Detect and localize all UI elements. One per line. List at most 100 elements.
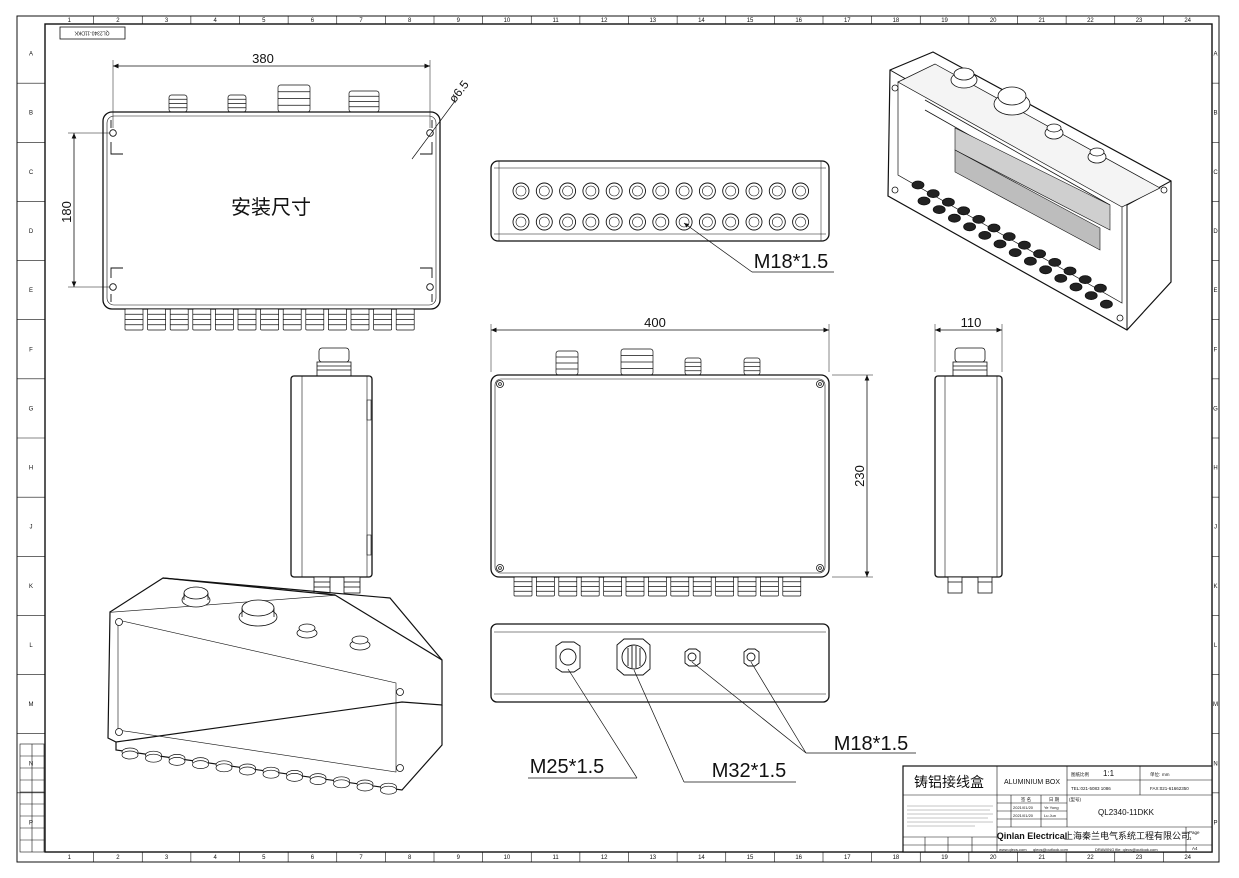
lid-screw [115,618,123,626]
zone-label: 20 [990,18,997,24]
iso-hole [932,205,946,215]
gland-hole [535,182,553,200]
gland-hole [722,213,740,231]
front-box-inner [494,378,826,574]
zone-label: 11 [552,18,559,24]
cable-gland [715,576,734,597]
gland-hole [629,182,646,200]
zone-label: F [1214,347,1218,353]
lid-screw [496,564,504,572]
iso-gland [309,776,327,785]
cable-gland [648,576,667,597]
gland-hole [629,213,646,231]
dim-230: 230 [852,465,867,487]
iso-hole [1024,256,1037,266]
zone-label: 3 [165,855,169,861]
iso-gland [145,753,162,763]
gland-hole [512,182,530,200]
cable-gland [215,308,234,331]
gland-hole-inner [725,185,737,197]
front-box-outline [490,374,830,578]
zone-label: 15 [747,18,754,24]
cable-gland [282,308,302,331]
iso-hole [1048,257,1062,267]
cable-gland [580,576,600,597]
zone-label: M [1213,702,1218,708]
lid-screw [115,728,123,736]
side-gland-top [316,347,352,377]
gland-hole-inner [702,185,713,197]
iso-hole [942,197,955,207]
iso-hole [1054,273,1068,283]
code-box [59,26,126,40]
callout-m25: M25*1.5 [530,756,605,778]
gland-hole-inner [655,216,667,228]
lid-screw [496,380,504,388]
zone-label: 3 [165,18,169,24]
zone-label: 6 [311,18,315,24]
side-gland-bottom [313,576,361,594]
iso-hole [972,214,986,224]
outer-frame [16,15,1220,863]
zone-label: H [29,466,33,472]
zone-label: 6 [311,855,315,861]
zone-label: 19 [941,18,948,24]
sheet-size: A4 [1192,846,1198,851]
top-face-view: M25*1.5 M32*1.5 M18*1.5 [490,623,916,783]
gland-hole [675,182,693,200]
gland-hole [698,213,716,231]
zone-label: G [29,406,34,412]
gland-hole [675,213,693,231]
cable-gland [277,84,311,113]
zone-label: 7 [359,855,363,861]
gland-hole-inner [655,185,667,197]
zone-label: N [29,761,33,767]
iso-hole [1100,299,1113,309]
zone-label: C [1213,170,1218,176]
iso-hole [948,213,961,223]
tel: TEL:021-5083 1086 [1071,786,1111,791]
cable-gland [395,308,415,331]
title-cn: 铸铝接线盒 [914,774,984,790]
iso-hole [1069,282,1083,292]
cable-gland [743,357,761,376]
gland-hole [698,182,716,200]
right-side-view: 110 [934,315,1003,594]
zone-label: 16 [795,18,802,24]
iso-gland [215,763,233,773]
cable-gland [348,90,380,113]
gland-face-view: M18*1.5 [490,160,834,273]
gland-hole [768,213,786,231]
callout-m18-top: M18*1.5 [834,733,909,755]
iso-hole [1039,265,1052,275]
iso-gland [239,766,256,776]
lid-screw [396,764,404,772]
gland-hole [582,213,600,231]
zone-label: 10 [504,18,511,24]
company-en: Qinlan Electrical [997,831,1068,841]
gland-hole-grid [512,182,810,231]
col-date: 日 期 [1049,797,1060,803]
iso-gland [380,785,397,795]
zone-label: D [29,229,34,235]
gland-hole-inner [771,185,783,197]
gland-hole-inner [538,185,550,197]
cable-gland [513,576,533,597]
zone-label: L [1214,643,1218,649]
row-name-1: Ye Yong [1044,805,1059,810]
lid-screw [816,564,824,572]
gland-hole-inner [678,185,690,197]
zone-label: 22 [1087,855,1094,861]
zone-label: 21 [1038,855,1045,861]
iso-lid-view [107,577,443,795]
zone-label: C [29,170,34,176]
zone-label: 13 [649,855,656,861]
row-date-2: 2021/01/20 [1013,813,1034,818]
left-side-view [290,347,373,594]
right-side-box-outline [934,375,1003,578]
zone-label: 10 [504,855,511,861]
cable-gland [760,576,779,597]
bottom-glands-mounting-view [124,308,415,331]
entry-m25 [555,641,581,673]
zone-label: J [30,525,33,531]
